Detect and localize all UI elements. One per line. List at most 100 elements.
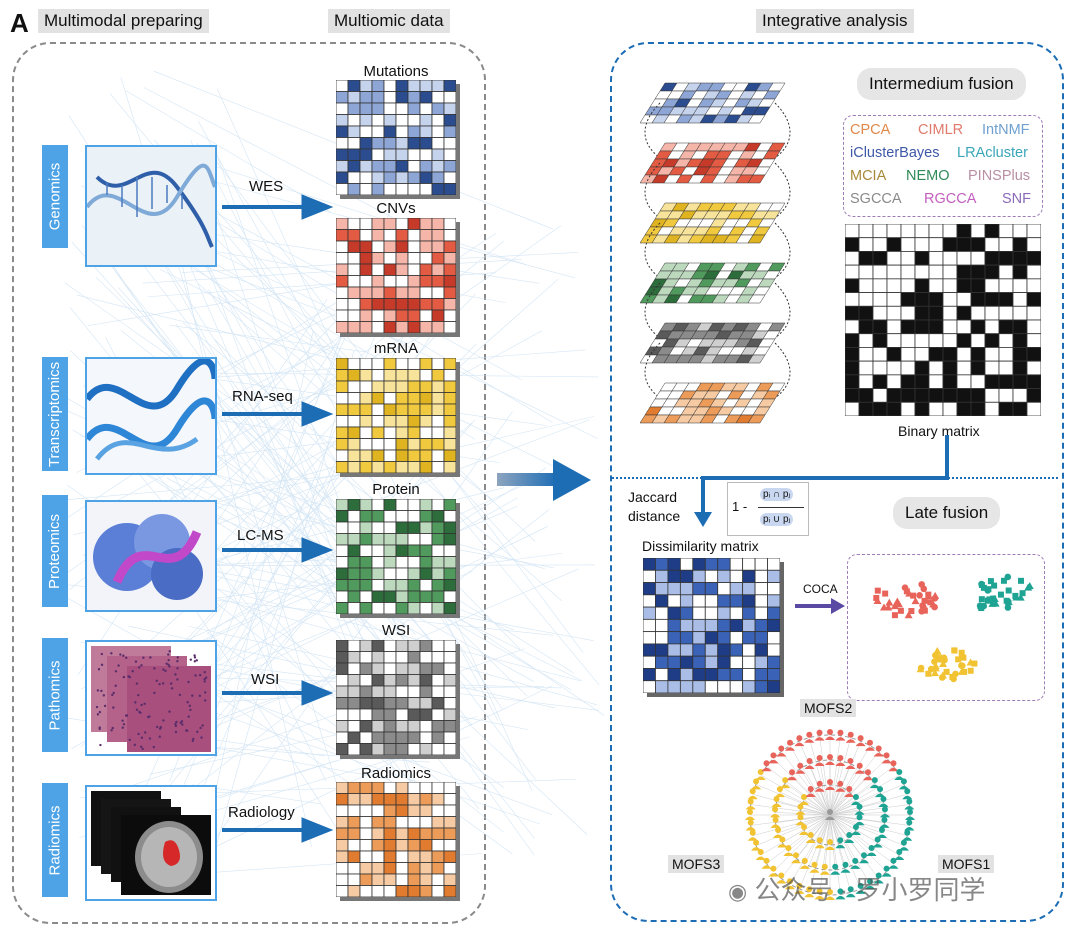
matrix-cell (742, 606, 756, 620)
matrix-cell (336, 685, 349, 698)
matrix-cell (443, 321, 456, 333)
matrix-cell (431, 556, 445, 569)
matrix-cell (359, 743, 373, 755)
matrix-cell (431, 544, 445, 557)
matrix-cell (443, 544, 456, 557)
matrix-cell (383, 674, 397, 687)
matrix-cell (359, 662, 373, 675)
matrix-cell (359, 521, 373, 534)
matrix-cell (347, 827, 361, 840)
matrix-cell (984, 224, 1000, 239)
matrix-cell (347, 309, 361, 322)
matrix-cell (336, 137, 349, 150)
matrix-cell (431, 782, 445, 794)
matrix-cell (383, 91, 397, 104)
matrix-cell (942, 251, 958, 266)
person-icon (770, 806, 781, 818)
cluster-point (925, 670, 932, 677)
matrix-cell (1026, 251, 1041, 266)
matrix-cell (942, 278, 958, 293)
matrix-cell (914, 264, 930, 280)
matrix-cell (443, 640, 456, 652)
matrix-cell (336, 640, 349, 652)
matrix-cell (371, 873, 385, 886)
matrix-cell (359, 602, 373, 614)
matrix-cell (371, 148, 385, 161)
matrix-cell (407, 685, 421, 698)
matrix-cell (704, 668, 719, 682)
matrix-cell (717, 655, 731, 669)
matrix-cell (371, 275, 385, 288)
matrix-cell (336, 590, 349, 603)
matrix-cell (679, 606, 694, 620)
person-icon (745, 798, 756, 810)
matrix-cell (419, 403, 433, 416)
matrix-cell (886, 333, 902, 348)
matrix-cell (407, 708, 421, 721)
matrix-cell (845, 264, 860, 280)
matrix-cell (407, 640, 421, 652)
formula-denominator: pᵢ ∪ pⱼ (760, 513, 794, 526)
matrix-cell (900, 347, 916, 362)
matrix-cell (407, 567, 421, 580)
matrix-cell (845, 305, 860, 321)
matrix-cell (431, 567, 445, 580)
matrix-cell (336, 499, 349, 511)
matrix-cell (928, 347, 944, 362)
formula-bar (758, 507, 804, 508)
matrix-cell (858, 237, 874, 252)
matrix-cell (336, 80, 349, 92)
matrix-cell (336, 743, 349, 755)
matrix-cell (886, 319, 902, 335)
matrix-cell (347, 392, 361, 405)
matrix-cell (383, 651, 397, 664)
matrix-cell (419, 321, 433, 333)
matrix-cell (383, 137, 397, 150)
person-icon (902, 788, 913, 800)
matrix-cell (359, 685, 373, 698)
matrix-cell (395, 816, 409, 829)
person-icon (795, 803, 806, 815)
matrix-cell (383, 640, 397, 652)
cluster-point (988, 599, 997, 607)
matrix-cell (443, 380, 456, 393)
matrix-cell (371, 556, 385, 569)
person-icon (773, 826, 784, 838)
matrix-cell (998, 333, 1014, 348)
matrix-cell (970, 360, 986, 376)
method-mcia: MCIA (850, 168, 887, 184)
matrix-cell (900, 333, 916, 348)
matrix-cell (431, 102, 445, 115)
matrix-cell (984, 264, 1000, 280)
matrix-cell (443, 449, 456, 462)
panel-letter: A (10, 8, 29, 38)
person-icon (776, 872, 787, 884)
matrix-cell (443, 804, 456, 817)
matrix-cell (431, 873, 445, 886)
matrix-cell (336, 91, 349, 104)
omics-layer (640, 382, 786, 424)
late-fusion-title: Late fusion (893, 497, 1001, 529)
matrix-cell (407, 80, 421, 92)
matrix-cell (359, 793, 373, 806)
matrix-cell (347, 674, 361, 687)
person-icon (791, 852, 802, 864)
matrix-cell (443, 510, 456, 523)
matrix-cell (742, 655, 756, 669)
cluster-point (1003, 597, 1010, 604)
matrix-cell (347, 579, 361, 592)
person-icon (835, 837, 846, 849)
matrix-cell (371, 793, 385, 806)
matrix-cell (956, 347, 972, 362)
matrix-cell (347, 544, 361, 557)
matrix-cell (704, 655, 719, 669)
matrix-cell (359, 286, 373, 299)
cluster-point (890, 602, 899, 610)
matrix-cell (1026, 319, 1041, 335)
matrix-cell (383, 403, 397, 416)
matrix-cell (845, 333, 860, 348)
matrix-cell (872, 237, 888, 252)
matrix-cell (407, 298, 421, 311)
matrix-cell (359, 298, 373, 311)
cluster-point (901, 584, 909, 591)
